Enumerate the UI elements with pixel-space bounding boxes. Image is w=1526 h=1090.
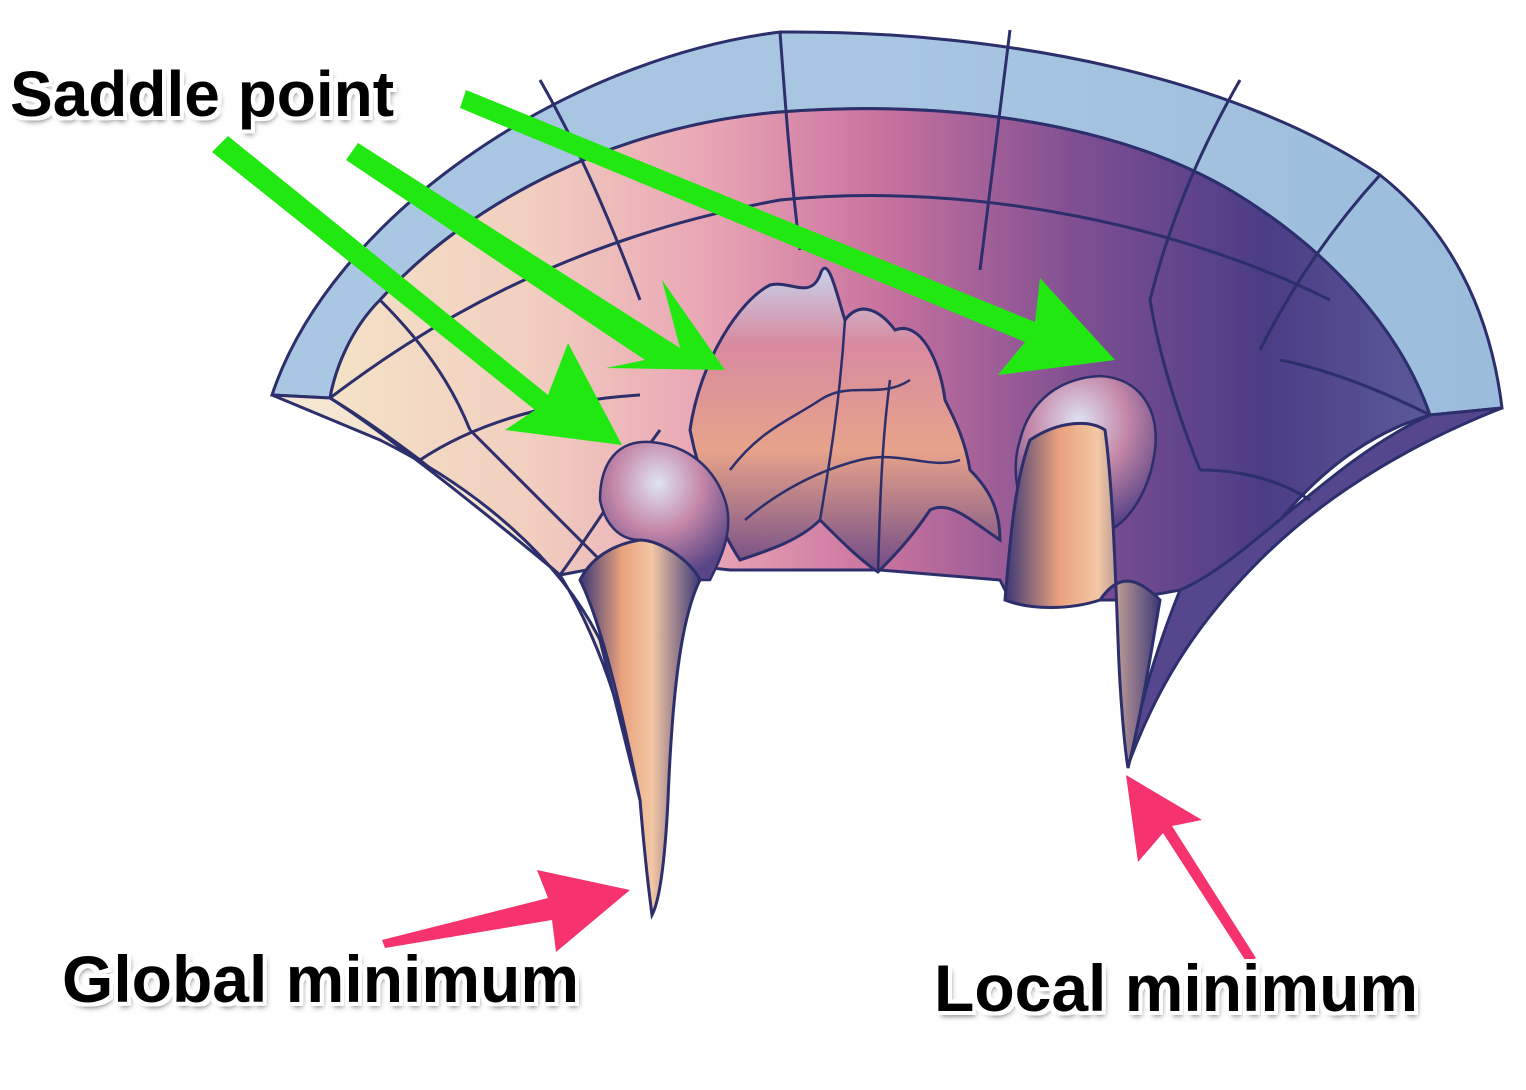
central-peaks [688,266,1002,574]
surface-left-wing [271,393,642,801]
saddle-arrow-right [460,90,1115,375]
saddle-point-label: Saddle point [10,58,394,130]
minimum-arrows [382,775,1256,963]
global-minimum-arrow [382,870,630,952]
local-minimum-arrow [1126,775,1256,963]
global-minimum-label: Global minimum [62,942,580,1016]
local-minimum-spike [1003,421,1162,769]
saddle-point-arrows [212,90,1115,445]
local-minimum-label: Local minimum [934,951,1419,1025]
central-peak-ridges [729,319,961,573]
global-minimum-spike [578,538,702,920]
saddle-arrow-left [212,136,622,445]
saddle-arrow-middle [346,143,725,370]
